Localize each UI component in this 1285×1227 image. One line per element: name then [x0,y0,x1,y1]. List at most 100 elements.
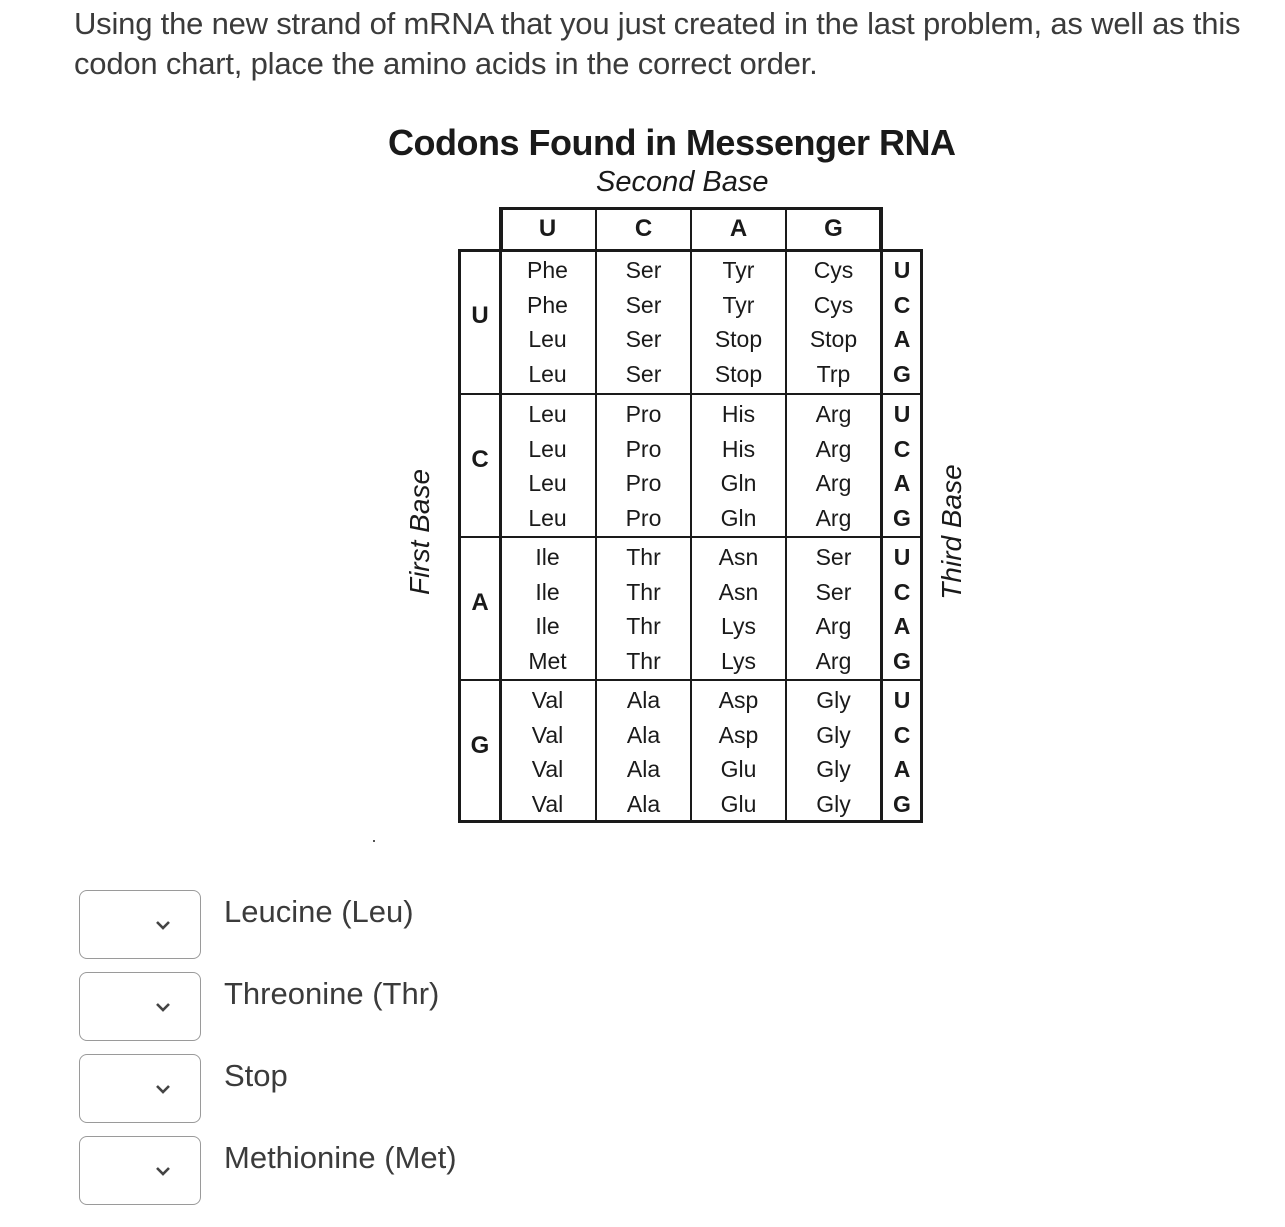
codon-cell: Thr [626,647,661,674]
codon-cell: Phe [527,291,568,318]
answer-label: Threonine (Thr) [224,976,440,1011]
third-base-letter: G [893,790,911,817]
first-base-letter: C [471,446,489,473]
group-divider [458,679,923,681]
third-base-letter: U [893,256,911,283]
codon-cell: Lys [721,612,756,639]
first-base-label: First Base [404,468,435,596]
codon-cell: Asn [718,543,759,570]
chevron-down-icon [156,921,170,930]
codon-cell: Gln [720,469,757,496]
codon-cell: Thr [626,543,661,570]
second-base-header: A [729,215,748,242]
codon-cell: Ser [815,578,852,605]
codon-cell: Ala [626,686,661,713]
chevron-down-icon [156,1003,170,1012]
codon-cell: Trp [816,360,851,387]
codon-cell: His [721,400,756,427]
order-dropdown[interactable] [79,890,201,959]
codon-cell: Stop [714,325,763,352]
codon-cell: Arg [815,435,852,462]
order-dropdown[interactable] [79,1054,201,1123]
codon-cell: Gly [816,686,851,713]
codon-cell: Phe [527,256,568,283]
codon-cell: Leu [528,504,567,531]
first-base-letter: G [470,732,490,759]
codon-cell: Pro [625,400,662,427]
third-base-letter: U [893,543,911,570]
column-divider [595,207,597,823]
codon-cell: Ser [625,325,662,352]
codon-cell: Leu [528,469,567,496]
codon-cell: Ser [625,291,662,318]
codon-cell: Ser [625,256,662,283]
first-base-letter: U [471,302,489,329]
codon-cell: Val [531,790,564,817]
column-divider [690,207,692,823]
codon-cell: Ser [815,543,852,570]
codon-cell: Val [531,686,564,713]
answer-row: Threonine (Thr) [79,972,679,1042]
table-border [499,207,502,823]
codon-cell: Ile [535,612,560,639]
first-base-letter: A [471,589,489,616]
codon-cell: Gln [720,504,757,531]
codon-cell: Tyr [722,256,755,283]
codon-cell: Cys [813,256,854,283]
codon-cell: Leu [528,360,567,387]
codon-cell: Leu [528,400,567,427]
codon-cell: Tyr [722,291,755,318]
third-base-letter: G [893,504,911,531]
second-base-header: G [824,215,843,242]
codon-cell: Pro [625,504,662,531]
codon-cell: Gly [816,755,851,782]
answer-row: Stop [79,1054,679,1124]
codon-cell: Glu [720,790,757,817]
codon-cell: Leu [528,435,567,462]
group-divider [458,536,923,538]
second-base-header: U [538,215,557,242]
codon-cell: Met [528,647,567,674]
codon-cell: Gly [816,790,851,817]
order-dropdown[interactable] [79,1136,201,1205]
order-dropdown[interactable] [79,972,201,1041]
codon-cell: Arg [815,400,852,427]
codon-cell: Asp [718,721,759,748]
codon-cell: Thr [626,612,661,639]
question-prompt: Using the new strand of mRNA that you ju… [74,6,1241,81]
codon-cell: Ala [626,755,661,782]
codon-cell: Ile [535,543,560,570]
third-base-letter: C [893,435,911,462]
second-base-label: Second Base [596,166,769,198]
codon-cell: Arg [815,612,852,639]
codon-cell: Asn [718,578,759,605]
codon-cell: Val [531,721,564,748]
answer-label: Leucine (Leu) [224,894,414,929]
third-base-letter: U [893,400,911,427]
third-base-letter: G [893,647,911,674]
codon-cell: Lys [721,647,756,674]
third-base-letter: A [893,469,911,496]
codon-cell: Ile [535,578,560,605]
codon-cell: Pro [625,435,662,462]
codon-cell: Leu [528,325,567,352]
third-base-letter: C [893,291,911,318]
third-base-letter: A [893,612,911,639]
chart-title: Codons Found in Messenger RNA [388,122,956,163]
codon-cell: Stop [809,325,858,352]
codon-cell: Val [531,755,564,782]
codon-cell: Arg [815,469,852,496]
answer-label: Methionine (Met) [224,1140,457,1175]
codon-cell: Ser [625,360,662,387]
codon-cell: Glu [720,755,757,782]
third-base-label: Third Base [936,464,967,600]
third-base-letter: A [893,325,911,352]
column-divider [785,207,787,823]
codon-cell: Asp [718,686,759,713]
stray-dot [373,840,375,842]
third-base-letter: A [893,755,911,782]
table-border [880,207,883,823]
codon-cell: Stop [714,360,763,387]
codon-cell: Cys [813,291,854,318]
third-base-letter: U [893,686,911,713]
